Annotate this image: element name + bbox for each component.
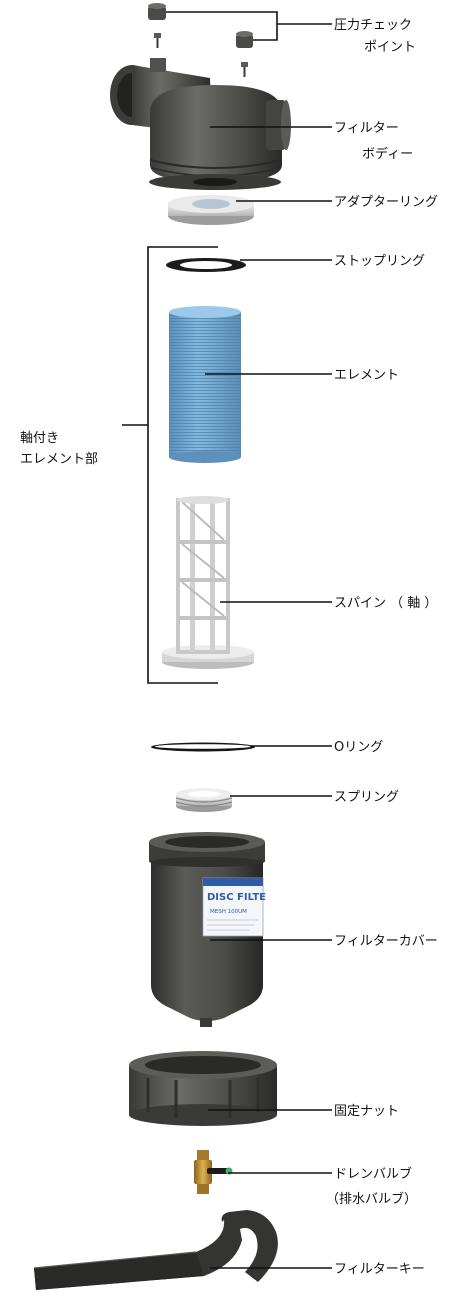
spine-part bbox=[162, 496, 254, 669]
cover-label-mesh: MESH 100UM bbox=[210, 909, 247, 915]
label-o-ring: Oリング bbox=[334, 740, 383, 755]
pressure-check-point-part bbox=[148, 3, 253, 77]
label-spine: スパイン （ 軸 ） bbox=[334, 596, 437, 611]
stop-ring-part bbox=[166, 258, 246, 272]
label-drain-valve-1: ドレンバルブ bbox=[334, 1166, 412, 1182]
spring-part bbox=[175, 788, 233, 812]
label-pressure-check-point-2: ポイント bbox=[364, 40, 416, 55]
element-assembly-label-line2: エレメント部 bbox=[20, 452, 98, 467]
element-part bbox=[169, 306, 241, 463]
element-assembly-label-line1: 軸付き bbox=[20, 431, 59, 446]
label-pressure-check-point-1: 圧力チェック bbox=[334, 18, 412, 33]
label-filter-body-1: フィルター bbox=[334, 121, 399, 136]
label-adapter-ring: アダプターリング bbox=[334, 195, 438, 210]
leader-lines bbox=[166, 11, 332, 1269]
label-stop-ring: ストップリング bbox=[334, 254, 425, 269]
label-filter-cover: フィルターカバー bbox=[334, 934, 438, 949]
filter-key-part bbox=[33, 1210, 278, 1290]
cover-label-brand: DISC FILTE bbox=[207, 892, 266, 903]
o-ring-part bbox=[151, 742, 255, 752]
drain-valve-part bbox=[194, 1150, 233, 1194]
label-fixing-nut: 固定ナット bbox=[334, 1104, 399, 1119]
element-assembly-bracket bbox=[122, 246, 218, 684]
filter-cover-part: DISC FILTE MESH 100UM bbox=[149, 832, 266, 1027]
label-spring: スプリング bbox=[334, 790, 399, 805]
filter-body-part bbox=[110, 58, 291, 190]
label-filter-key: フィルターキー bbox=[334, 1262, 425, 1277]
label-element: エレメント bbox=[334, 368, 399, 383]
label-drain-valve-2: （排水バルブ） bbox=[326, 1191, 417, 1207]
adapter-ring-part bbox=[168, 195, 254, 225]
fixing-nut-part bbox=[129, 1051, 277, 1126]
label-filter-body-2: ボディー bbox=[362, 146, 413, 162]
